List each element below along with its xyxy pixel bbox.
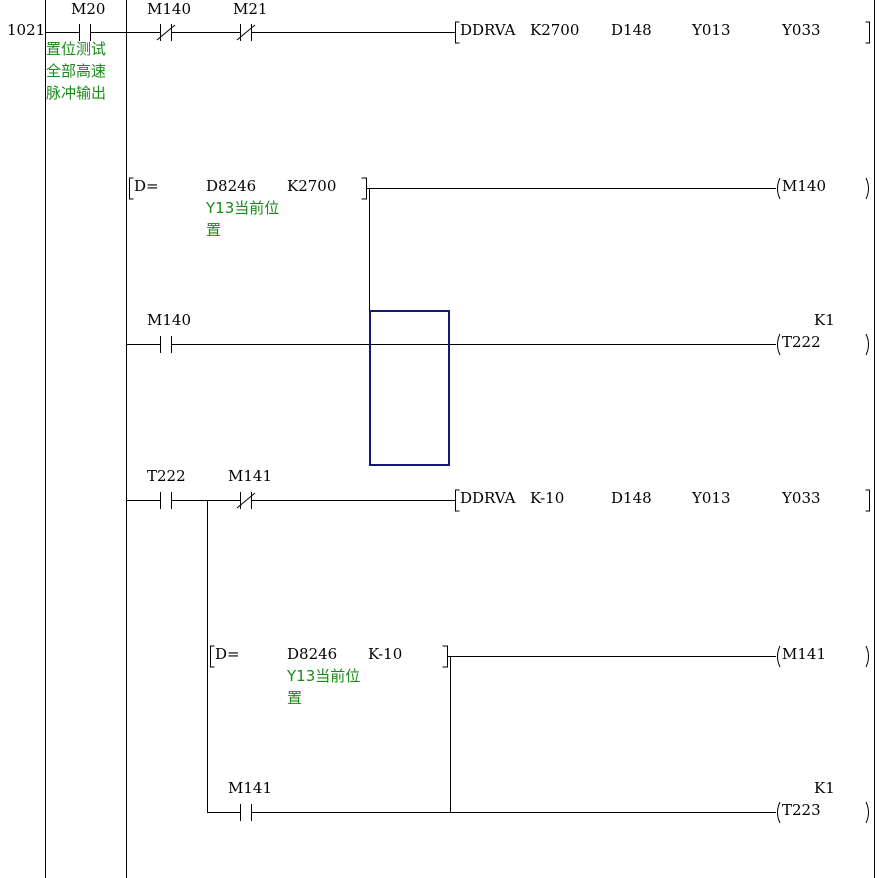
rung-1-comment: 置位测试 全部高速 脉冲输出 [46, 40, 107, 102]
contact-m141-no-label: M141 [228, 779, 272, 797]
contact-m20-no[interactable] [79, 24, 91, 41]
contact-m141-nc[interactable] [236, 492, 256, 509]
instruction-ddrva2-op[interactable]: DDRVA [460, 489, 516, 507]
compare-arg-1: D8246 [206, 177, 257, 195]
contact-m20-label: M20 [71, 0, 106, 18]
instruction-ddrva-arg-3: Y013 [692, 21, 731, 39]
instruction-ddrva2-arg-4: Y033 [782, 489, 821, 507]
compare-arg-2: K2700 [287, 177, 337, 195]
instruction-ddrva2-arg-2: D148 [611, 489, 652, 507]
contact-m140-no[interactable] [160, 336, 172, 353]
contact-m140-nc-label: M140 [147, 0, 191, 18]
instruction-ddrva-arg-2: D148 [611, 21, 652, 39]
coil-t222-label: T222 [782, 333, 821, 351]
coil-m141-label: M141 [782, 645, 826, 663]
coil-m140-label: M140 [782, 177, 826, 195]
contact-m141-no[interactable] [240, 804, 252, 821]
contact-m140-nc[interactable] [156, 24, 176, 41]
step-number: 1021 [7, 21, 46, 39]
timer-t223-k-value: K1 [814, 779, 835, 797]
coil-t223-label: T223 [782, 801, 821, 819]
timer-t222-k-value: K1 [814, 311, 835, 329]
instruction-ddrva-op[interactable]: DDRVA [460, 21, 516, 39]
selection-cursor-box[interactable] [369, 310, 450, 466]
contact-t222-no[interactable] [160, 492, 172, 509]
contact-t222-label: T222 [147, 467, 186, 485]
compare-op[interactable]: D= [134, 177, 159, 195]
coil-m140-symbol[interactable] [777, 177, 869, 200]
instruction-ddrva2-arg-1: K-10 [530, 489, 565, 507]
compare2-arg-2: K-10 [368, 645, 403, 663]
instruction-ddrva2-arg-3: Y013 [692, 489, 731, 507]
coil-t223-symbol[interactable] [777, 801, 869, 824]
coil-m141-symbol[interactable] [777, 645, 869, 668]
contact-m21-nc[interactable] [236, 24, 256, 41]
contact-m141-nc-label: M141 [228, 467, 272, 485]
instruction-ddrva-arg-1: K2700 [530, 21, 580, 39]
contact-m140-no-label: M140 [147, 311, 191, 329]
rung-4-instruction-brackets [455, 489, 870, 512]
rung-2-comment: Y13当前位 置 [206, 199, 280, 239]
contact-m21-label: M21 [233, 0, 268, 18]
coil-t222-symbol[interactable] [777, 333, 869, 356]
rung-5-comment: Y13当前位 置 [287, 667, 361, 707]
instruction-ddrva-arg-4: Y033 [782, 21, 821, 39]
compare2-op[interactable]: D= [215, 645, 240, 663]
rung-1-instruction-brackets [455, 21, 870, 44]
compare2-arg-1: D8246 [287, 645, 338, 663]
